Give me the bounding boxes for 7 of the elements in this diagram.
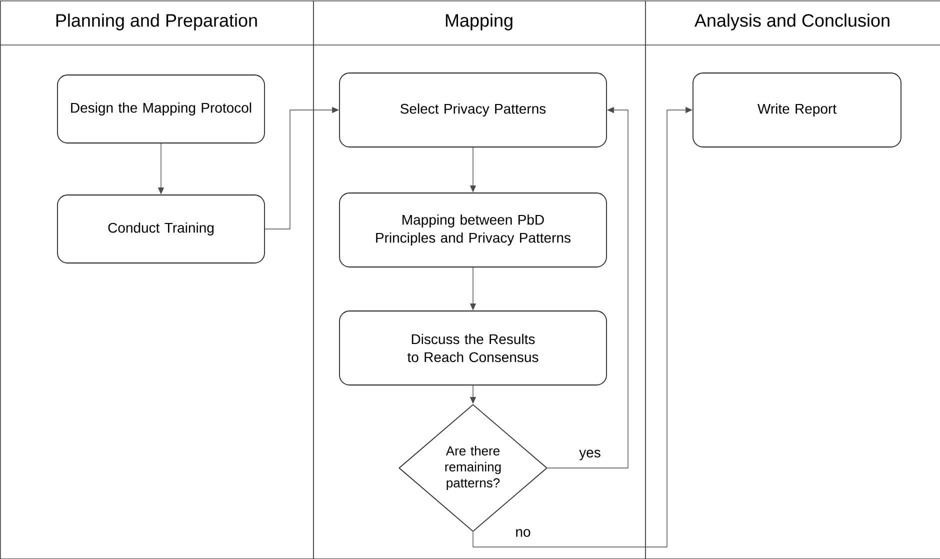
edge-label: yes: [578, 448, 602, 462]
process-box: Select Privacy Patterns: [339, 72, 607, 148]
process-box: Write Report: [692, 72, 902, 148]
process-box: Conduct Training: [57, 194, 265, 264]
process-box: Discuss the Results to Reach Consensus: [339, 310, 607, 386]
process-box: Mapping between PbD Principles and Privacy Patterns: [339, 192, 607, 268]
process-box: Design the Mapping Protocol: [57, 74, 265, 144]
